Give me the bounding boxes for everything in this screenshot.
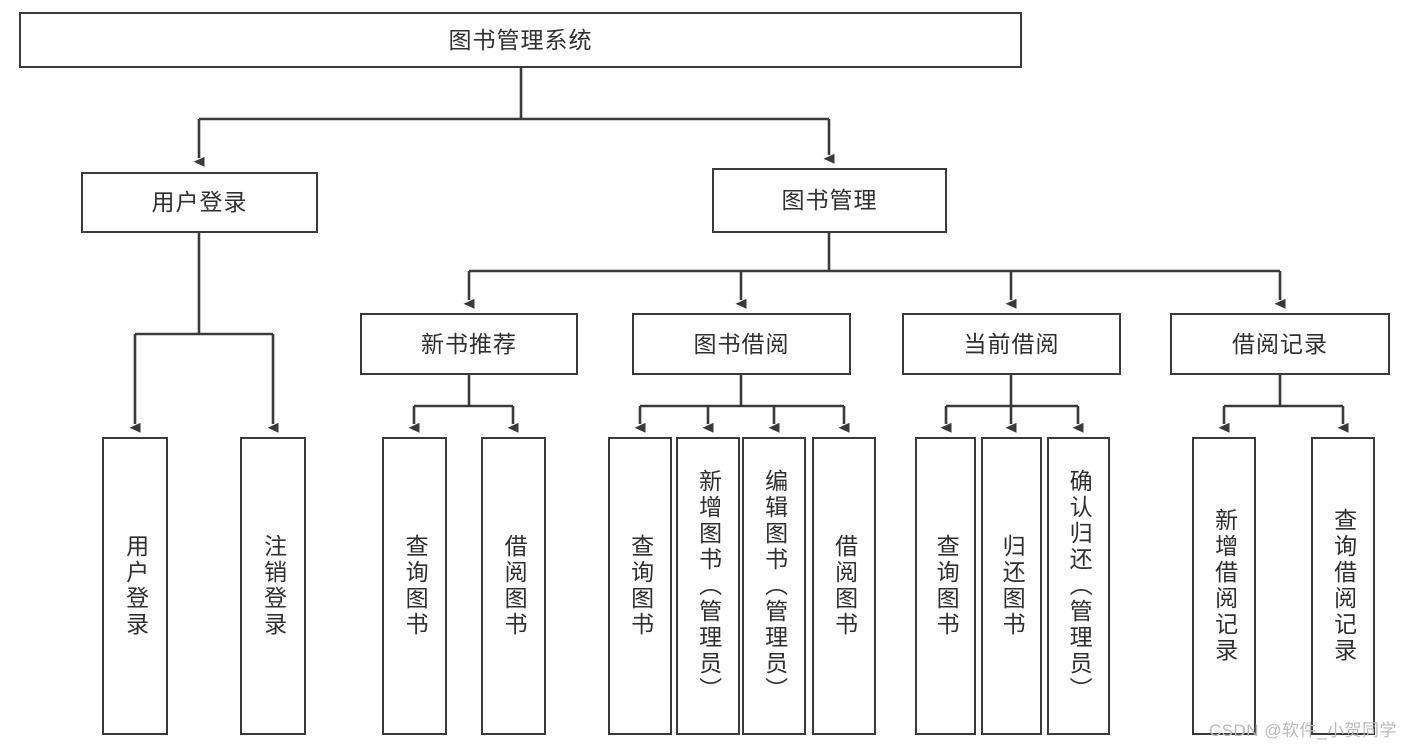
node-label: 查询图书 (627, 534, 654, 638)
node-label: 用户登录 (122, 534, 149, 638)
leaf-query-book-current[interactable]: 查询图书 (915, 437, 976, 735)
node-label: 借阅记录 (1232, 330, 1328, 357)
leaf-add-borrow-record[interactable]: 新增借阅记录 (1192, 437, 1256, 735)
node-label: 新增图书（管理员） (695, 469, 722, 703)
node-label: 查询借阅记录 (1330, 508, 1357, 664)
node-label: 借阅图书 (831, 534, 858, 638)
node-label: 图书管理系统 (448, 26, 593, 53)
leaf-logout[interactable]: 注销登录 (240, 437, 306, 735)
node-label: 图书管理 (781, 187, 878, 213)
leaf-borrow-book-new[interactable]: 借阅图书 (481, 437, 546, 735)
node-label: 查询图书 (402, 534, 429, 638)
leaf-confirm-return-admin[interactable]: 确认归还（管理员） (1047, 437, 1110, 735)
leaf-borrow-book[interactable]: 借阅图书 (812, 437, 876, 735)
node-label: 借阅图书 (501, 534, 528, 638)
leaf-query-book-borrow[interactable]: 查询图书 (608, 437, 672, 735)
watermark: CSDN @软件_小贺同学 (1208, 721, 1397, 740)
node-current-borrow[interactable]: 当前借阅 (902, 313, 1121, 375)
node-user-login[interactable]: 用户登录 (81, 172, 318, 233)
node-label: 编辑图书（管理员） (761, 469, 788, 703)
node-label: 用户登录 (151, 189, 248, 215)
node-root-system[interactable]: 图书管理系统 (19, 12, 1022, 68)
node-label: 查询图书 (933, 534, 960, 638)
node-label: 图书借阅 (693, 330, 790, 357)
node-new-book-recommend[interactable]: 新书推荐 (360, 313, 578, 375)
leaf-query-borrow-record[interactable]: 查询借阅记录 (1311, 437, 1375, 735)
node-label: 新增借阅记录 (1211, 508, 1238, 664)
node-label: 当前借阅 (963, 330, 1060, 357)
node-borrow-record[interactable]: 借阅记录 (1170, 313, 1390, 375)
leaf-edit-book-admin[interactable]: 编辑图书（管理员） (742, 437, 806, 735)
node-label: 新书推荐 (421, 330, 517, 357)
node-label: 确认归还（管理员） (1066, 469, 1093, 703)
node-book-borrow[interactable]: 图书借阅 (632, 313, 851, 375)
leaf-return-book[interactable]: 归还图书 (981, 437, 1042, 735)
node-label: 注销登录 (260, 534, 287, 638)
leaf-add-book-admin[interactable]: 新增图书（管理员） (676, 437, 740, 735)
node-label: 归还图书 (999, 534, 1026, 638)
leaf-query-book-new[interactable]: 查询图书 (382, 437, 447, 735)
node-book-management[interactable]: 图书管理 (712, 168, 947, 233)
leaf-user-login[interactable]: 用户登录 (102, 437, 168, 735)
